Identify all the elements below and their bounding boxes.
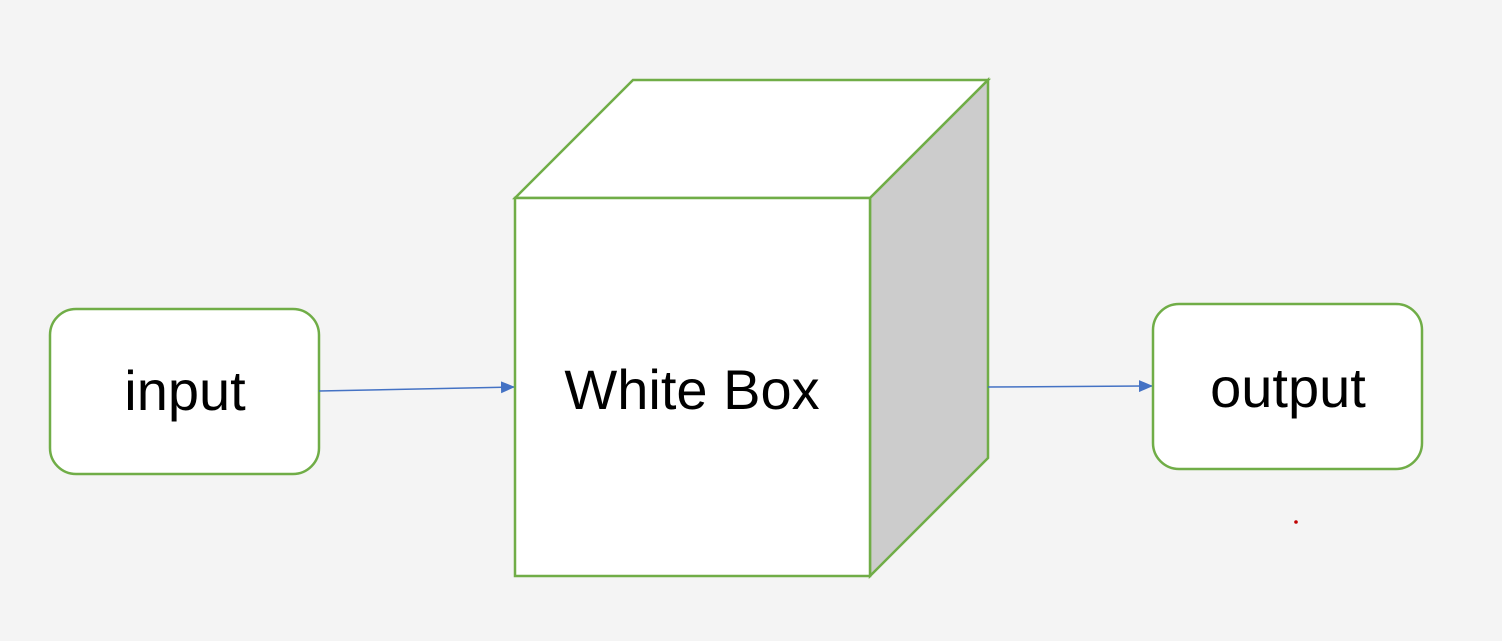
arrow-input-to-whitebox	[318, 381, 515, 394]
input-box	[48, 307, 321, 476]
white-box-cube: White Box	[511, 76, 992, 580]
red-dot-marker	[1294, 520, 1298, 524]
cube-front-face	[513, 196, 872, 578]
output-box	[1151, 302, 1424, 471]
input-node: input	[48, 307, 321, 476]
output-label: output	[1210, 356, 1366, 419]
white-box-label: White Box	[564, 358, 819, 421]
input-label: input	[124, 359, 246, 422]
arrow-whitebox-to-output	[987, 380, 1153, 393]
output-node: output	[1151, 302, 1424, 471]
